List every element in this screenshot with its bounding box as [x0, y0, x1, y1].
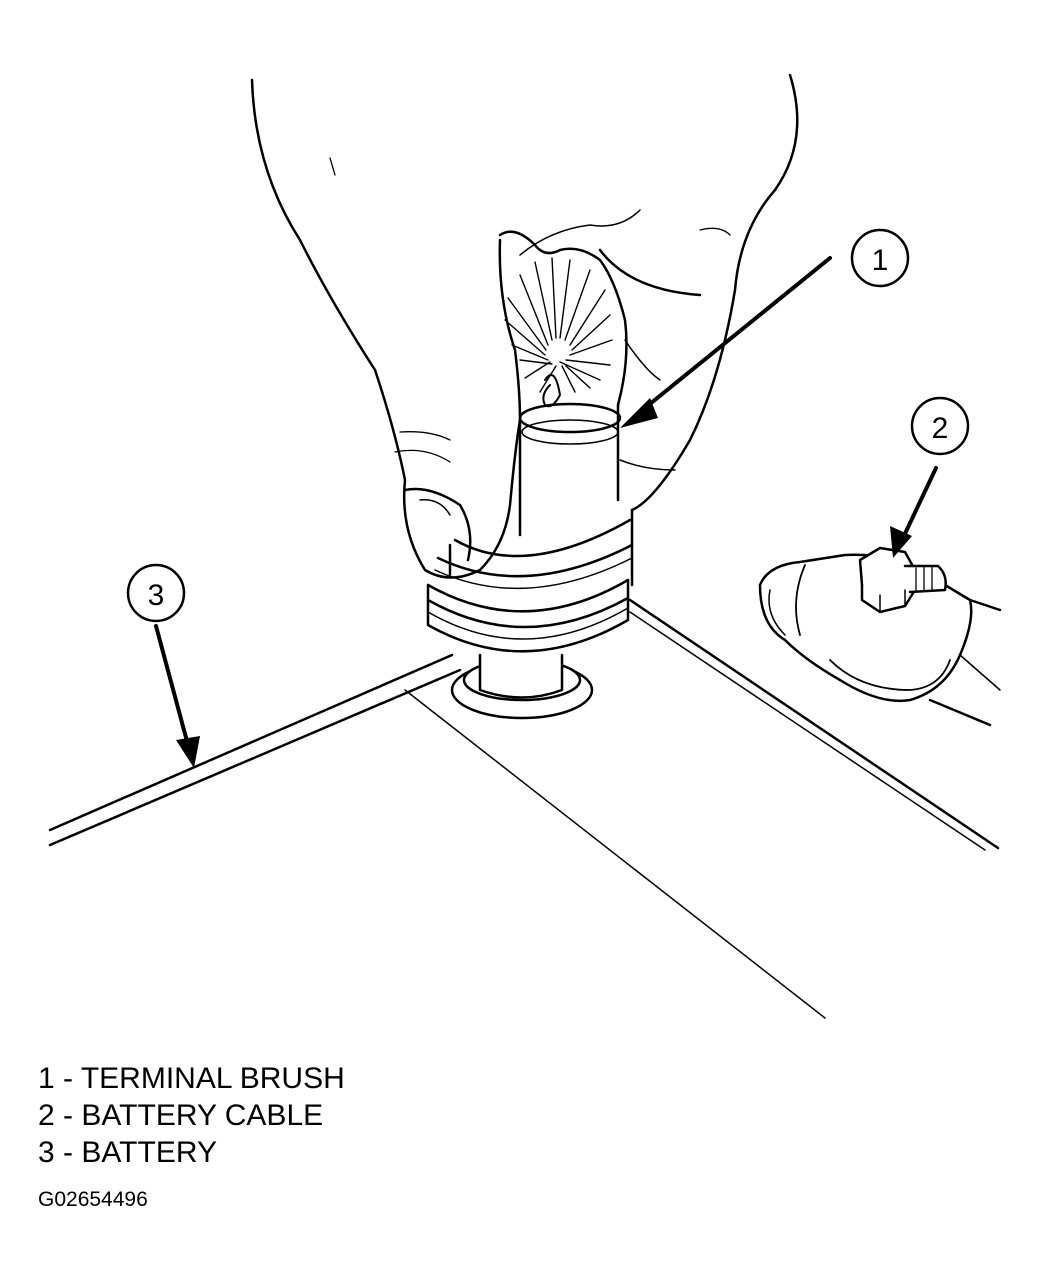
- legend-label: BATTERY CABLE: [81, 1099, 324, 1132]
- legend-number: 3: [38, 1136, 55, 1169]
- hand: [250, 73, 799, 579]
- figure-code: G02654496: [38, 1188, 148, 1211]
- leader-arrow-2: [900, 466, 938, 542]
- legend-number: 1: [38, 1062, 55, 1095]
- arrowhead-2: [890, 526, 912, 558]
- callout-1-circle: [850, 228, 910, 288]
- legend-separator: -: [63, 1099, 74, 1132]
- legend-item: 2 - BATTERY CABLE: [38, 1097, 345, 1134]
- callout-2-number: 2: [932, 412, 949, 445]
- legend-separator: -: [63, 1062, 74, 1095]
- legend: 1 - TERMINAL BRUSH 2 - BATTERY CABLE 3 -…: [38, 1060, 345, 1171]
- leader-arrows: [154, 256, 938, 747]
- battery-post: [450, 653, 594, 720]
- legend-item: 1 - TERMINAL BRUSH: [38, 1060, 345, 1097]
- battery-terminal-cleaning-illustration: 1 2 3: [48, 73, 1002, 1019]
- terminal-brush-body: [426, 402, 634, 653]
- callout-3-number: 3: [148, 579, 165, 612]
- legend-label: TERMINAL BRUSH: [80, 1062, 345, 1095]
- arrowhead-3: [176, 736, 200, 768]
- battery-cable-end: [758, 546, 1002, 727]
- leader-arrow-3: [154, 624, 190, 747]
- legend-label: BATTERY: [81, 1136, 217, 1169]
- leader-arrow-1: [638, 256, 832, 414]
- callout-2-circle: [910, 396, 970, 456]
- wire-bristles: [504, 257, 613, 408]
- legend-item: 3 - BATTERY: [38, 1134, 345, 1171]
- callout-1-number: 1: [872, 244, 889, 277]
- legend-separator: -: [63, 1136, 74, 1169]
- callout-3-circle: [126, 563, 186, 623]
- battery-outline: [48, 598, 1000, 1019]
- arrowhead-1: [620, 398, 658, 428]
- legend-number: 2: [38, 1099, 55, 1132]
